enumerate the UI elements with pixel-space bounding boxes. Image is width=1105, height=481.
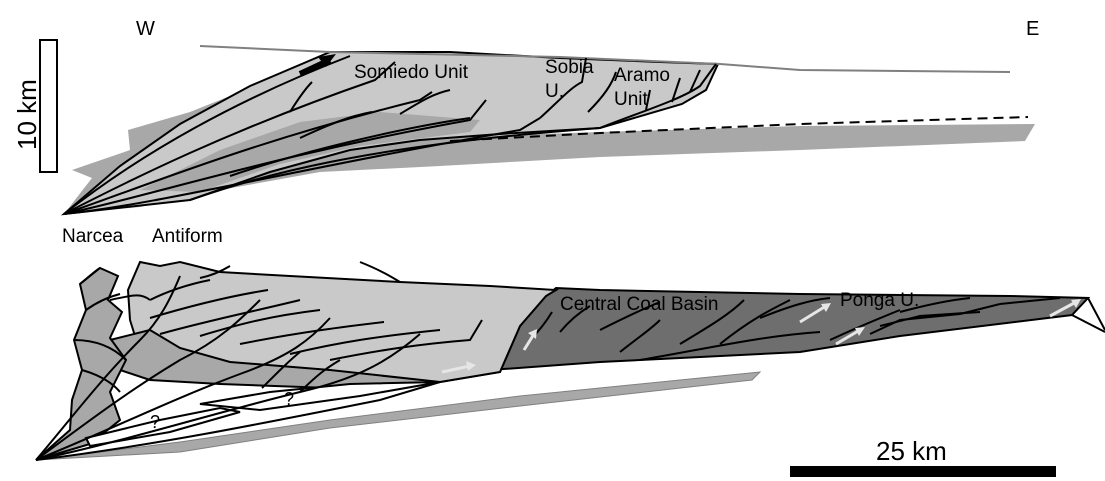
aramo-unit-label-line2: Unit — [614, 89, 649, 110]
lower-section — [36, 262, 1105, 460]
question-mark-west: ? — [150, 412, 160, 432]
narcea-label: Narcea — [62, 226, 124, 247]
vertical-scale-label: 10 km — [12, 79, 42, 150]
aramo-unit-label-line1: Aramo — [614, 65, 670, 86]
west-label: W — [136, 18, 155, 40]
horizontal-scale-bar — [790, 466, 1056, 477]
sobia-unit-label-line2: U. — [545, 81, 564, 102]
somiedo-unit-label: Somiedo Unit — [354, 62, 469, 83]
sobia-unit-label-line1: Sobia — [545, 57, 594, 78]
east-label: E — [1026, 18, 1039, 40]
horizontal-scale-label: 25 km — [876, 436, 947, 466]
vertical-scale-bar — [40, 40, 57, 172]
central-coal-basin-label: Central Coal Basin — [560, 294, 718, 315]
antiform-label: Antiform — [152, 226, 223, 247]
question-mark-central: ? — [284, 389, 294, 409]
ponga-unit-label: Ponga U. — [840, 290, 919, 311]
